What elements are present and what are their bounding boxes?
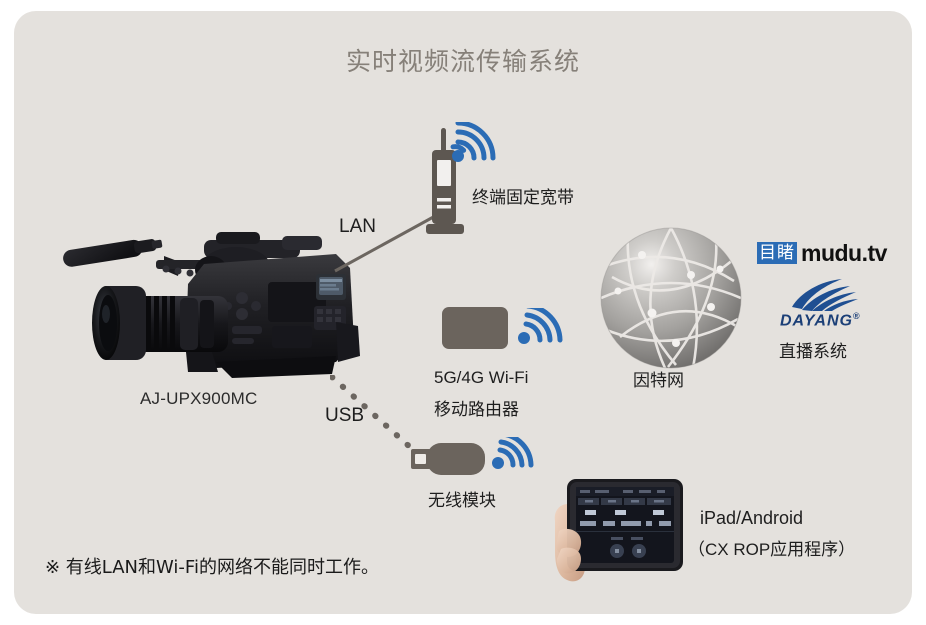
diagram-title: 实时视频流传输系统 (345, 47, 580, 76)
wifi-signal-icon (518, 303, 566, 354)
dayang-name: DAYANG (780, 312, 853, 330)
footnote-text: ※ 有线LAN和Wi-Fi的网络不能同时工作。 (45, 557, 379, 578)
mobile-router-icon (442, 307, 508, 349)
tablet-in-hand (553, 475, 693, 585)
mobile-router-label-line1: 5G/4G Wi-Fi (434, 368, 529, 387)
mobile-router-label-line2: 移动路由器 (434, 400, 519, 419)
tablet-label-line2: （CX ROP应用程序） (688, 540, 856, 559)
dayang-subtitle: 直播系统 (779, 342, 847, 361)
mudu-logo: 目睹 mudu.tv (757, 240, 887, 266)
globe-icon (598, 225, 744, 371)
dayang-swoosh-icon (786, 279, 860, 311)
mudu-badge-text: 目睹 (757, 242, 797, 264)
lan-label: LAN (339, 216, 376, 237)
wireless-router-icon (424, 128, 466, 238)
broadcast-camera-icon (36, 222, 366, 392)
registered-mark-icon: ® (852, 311, 861, 321)
router-label: 终端固定宽带 (472, 188, 574, 207)
tablet-label-line1: iPad/Android (700, 508, 804, 528)
wireless-module-label: 无线模块 (428, 491, 496, 510)
lan-connection-line (333, 213, 443, 273)
camera-model-label: AJ-UPX900MC (140, 389, 258, 408)
dayang-wordmark: DAYANG® (780, 311, 861, 330)
mudu-wordmark: mudu.tv (801, 239, 887, 266)
usb-label: USB (325, 405, 365, 426)
wifi-signal-icon (492, 431, 536, 479)
internet-label: 因特网 (633, 371, 684, 390)
usb-dongle-icon (411, 443, 485, 475)
wifi-signal-icon (450, 120, 498, 168)
